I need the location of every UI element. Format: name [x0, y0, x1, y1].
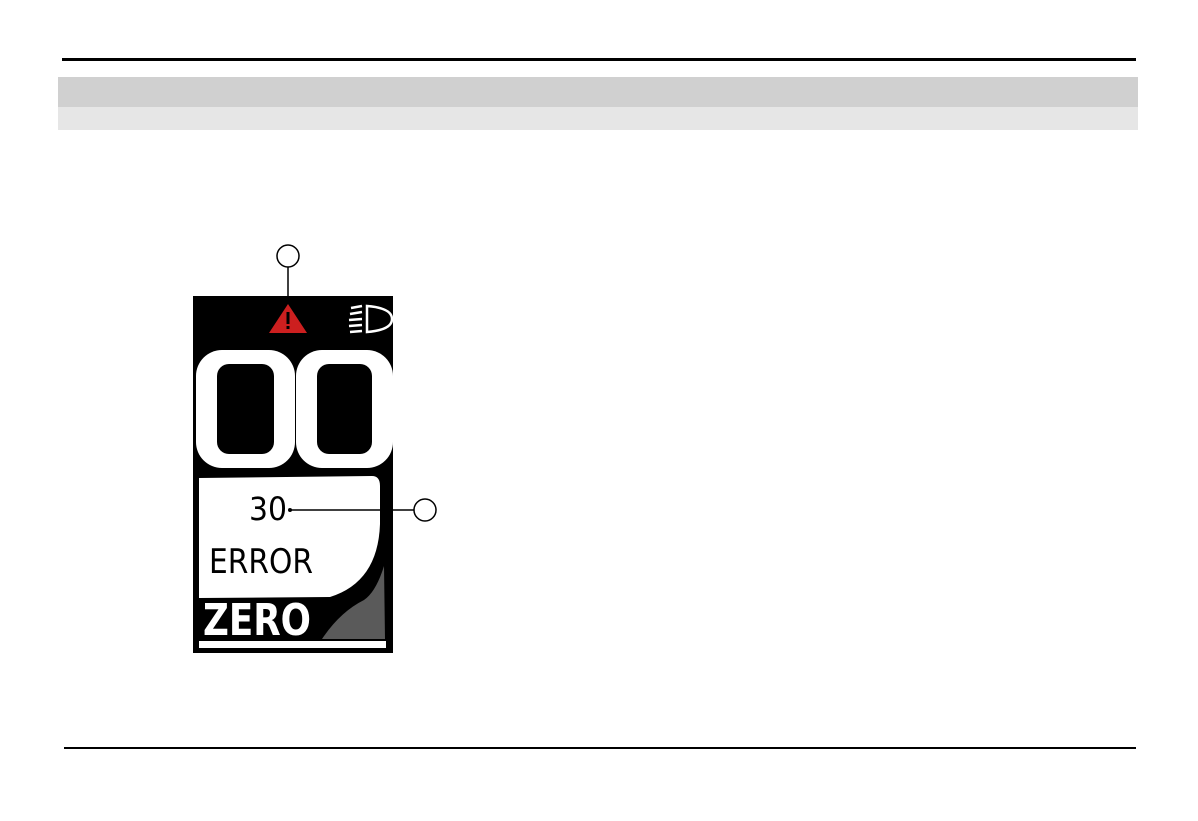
footer-rule [64, 747, 1136, 749]
error-label: ERROR [209, 542, 313, 582]
brand-label: ZERO [203, 595, 311, 646]
callout-warning [277, 245, 299, 302]
error-code: 30 [249, 490, 287, 528]
